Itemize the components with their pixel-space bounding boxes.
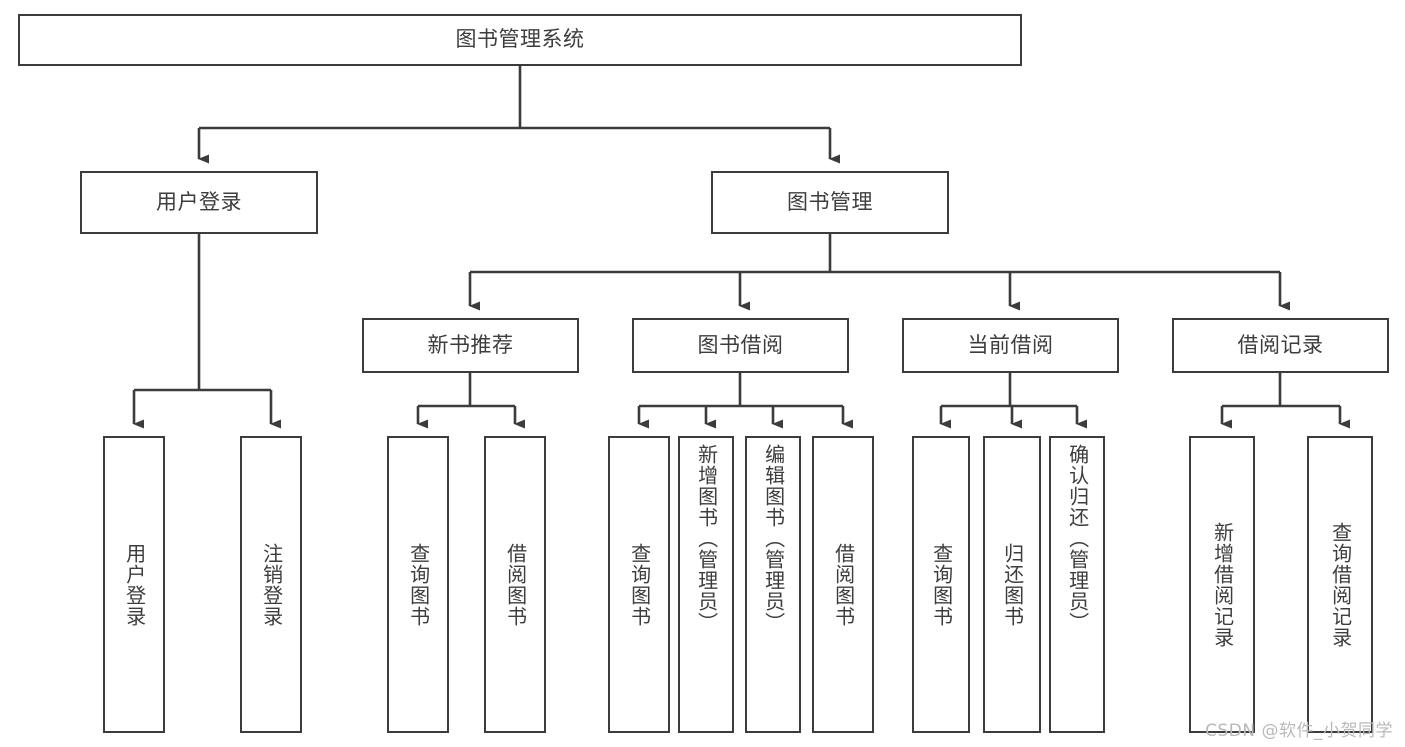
node-label: 确认归还（管理员） bbox=[1065, 444, 1090, 633]
node-leaf-logout[interactable]: 注销登录 bbox=[240, 436, 302, 733]
node-leaf-query-book-current[interactable]: 查询图书 bbox=[912, 436, 970, 733]
node-label: 借阅图书 bbox=[831, 542, 856, 627]
node-label: 图书管理系统 bbox=[455, 27, 585, 52]
node-leaf-return-book[interactable]: 归还图书 bbox=[983, 436, 1041, 733]
node-label: 编辑图书（管理员） bbox=[761, 444, 786, 633]
node-label: 借阅记录 bbox=[1237, 332, 1324, 357]
node-leaf-query-borrow-record[interactable]: 查询借阅记录 bbox=[1307, 436, 1373, 733]
node-label: 当前借阅 bbox=[967, 332, 1054, 357]
node-label: 查询图书 bbox=[627, 542, 652, 627]
node-leaf-add-book-admin[interactable]: 新增图书（管理员） bbox=[678, 436, 734, 733]
node-label: 借阅图书 bbox=[503, 542, 528, 627]
node-label: 注销登录 bbox=[259, 542, 284, 627]
node-label: 查询图书 bbox=[929, 542, 954, 627]
node-leaf-add-borrow-record[interactable]: 新增借阅记录 bbox=[1189, 436, 1255, 733]
node-label: 图书借阅 bbox=[697, 332, 784, 357]
csdn-watermark: CSDN @软件_小贺同学 bbox=[1205, 721, 1393, 741]
node-borrow-record[interactable]: 借阅记录 bbox=[1172, 318, 1389, 373]
node-root[interactable]: 图书管理系统 bbox=[18, 14, 1022, 66]
node-leaf-query-book[interactable]: 查询图书 bbox=[608, 436, 670, 733]
node-new-book-recommend[interactable]: 新书推荐 bbox=[362, 318, 579, 373]
node-book-borrow[interactable]: 图书借阅 bbox=[632, 318, 849, 373]
node-label: 图书管理 bbox=[787, 189, 873, 214]
node-user-login[interactable]: 用户登录 bbox=[80, 171, 318, 234]
node-label: 归还图书 bbox=[1000, 542, 1025, 627]
node-leaf-borrow-book[interactable]: 借阅图书 bbox=[812, 436, 874, 733]
node-leaf-query-book-rec[interactable]: 查询图书 bbox=[387, 436, 449, 733]
node-leaf-borrow-book-rec[interactable]: 借阅图书 bbox=[484, 436, 546, 733]
node-label: 查询图书 bbox=[406, 542, 431, 627]
node-book-management[interactable]: 图书管理 bbox=[711, 171, 949, 234]
node-label: 查询借阅记录 bbox=[1328, 521, 1353, 648]
node-leaf-user-login[interactable]: 用户登录 bbox=[103, 436, 165, 733]
node-leaf-edit-book-admin[interactable]: 编辑图书（管理员） bbox=[745, 436, 801, 733]
node-label: 新增借阅记录 bbox=[1210, 521, 1235, 648]
node-label: 用户登录 bbox=[156, 189, 242, 214]
node-label: 新增图书（管理员） bbox=[694, 444, 719, 633]
node-label: 新书推荐 bbox=[427, 332, 514, 357]
node-current-borrow[interactable]: 当前借阅 bbox=[902, 318, 1119, 373]
node-label: 用户登录 bbox=[122, 542, 147, 627]
node-leaf-confirm-return-admin[interactable]: 确认归还（管理员） bbox=[1049, 436, 1105, 733]
